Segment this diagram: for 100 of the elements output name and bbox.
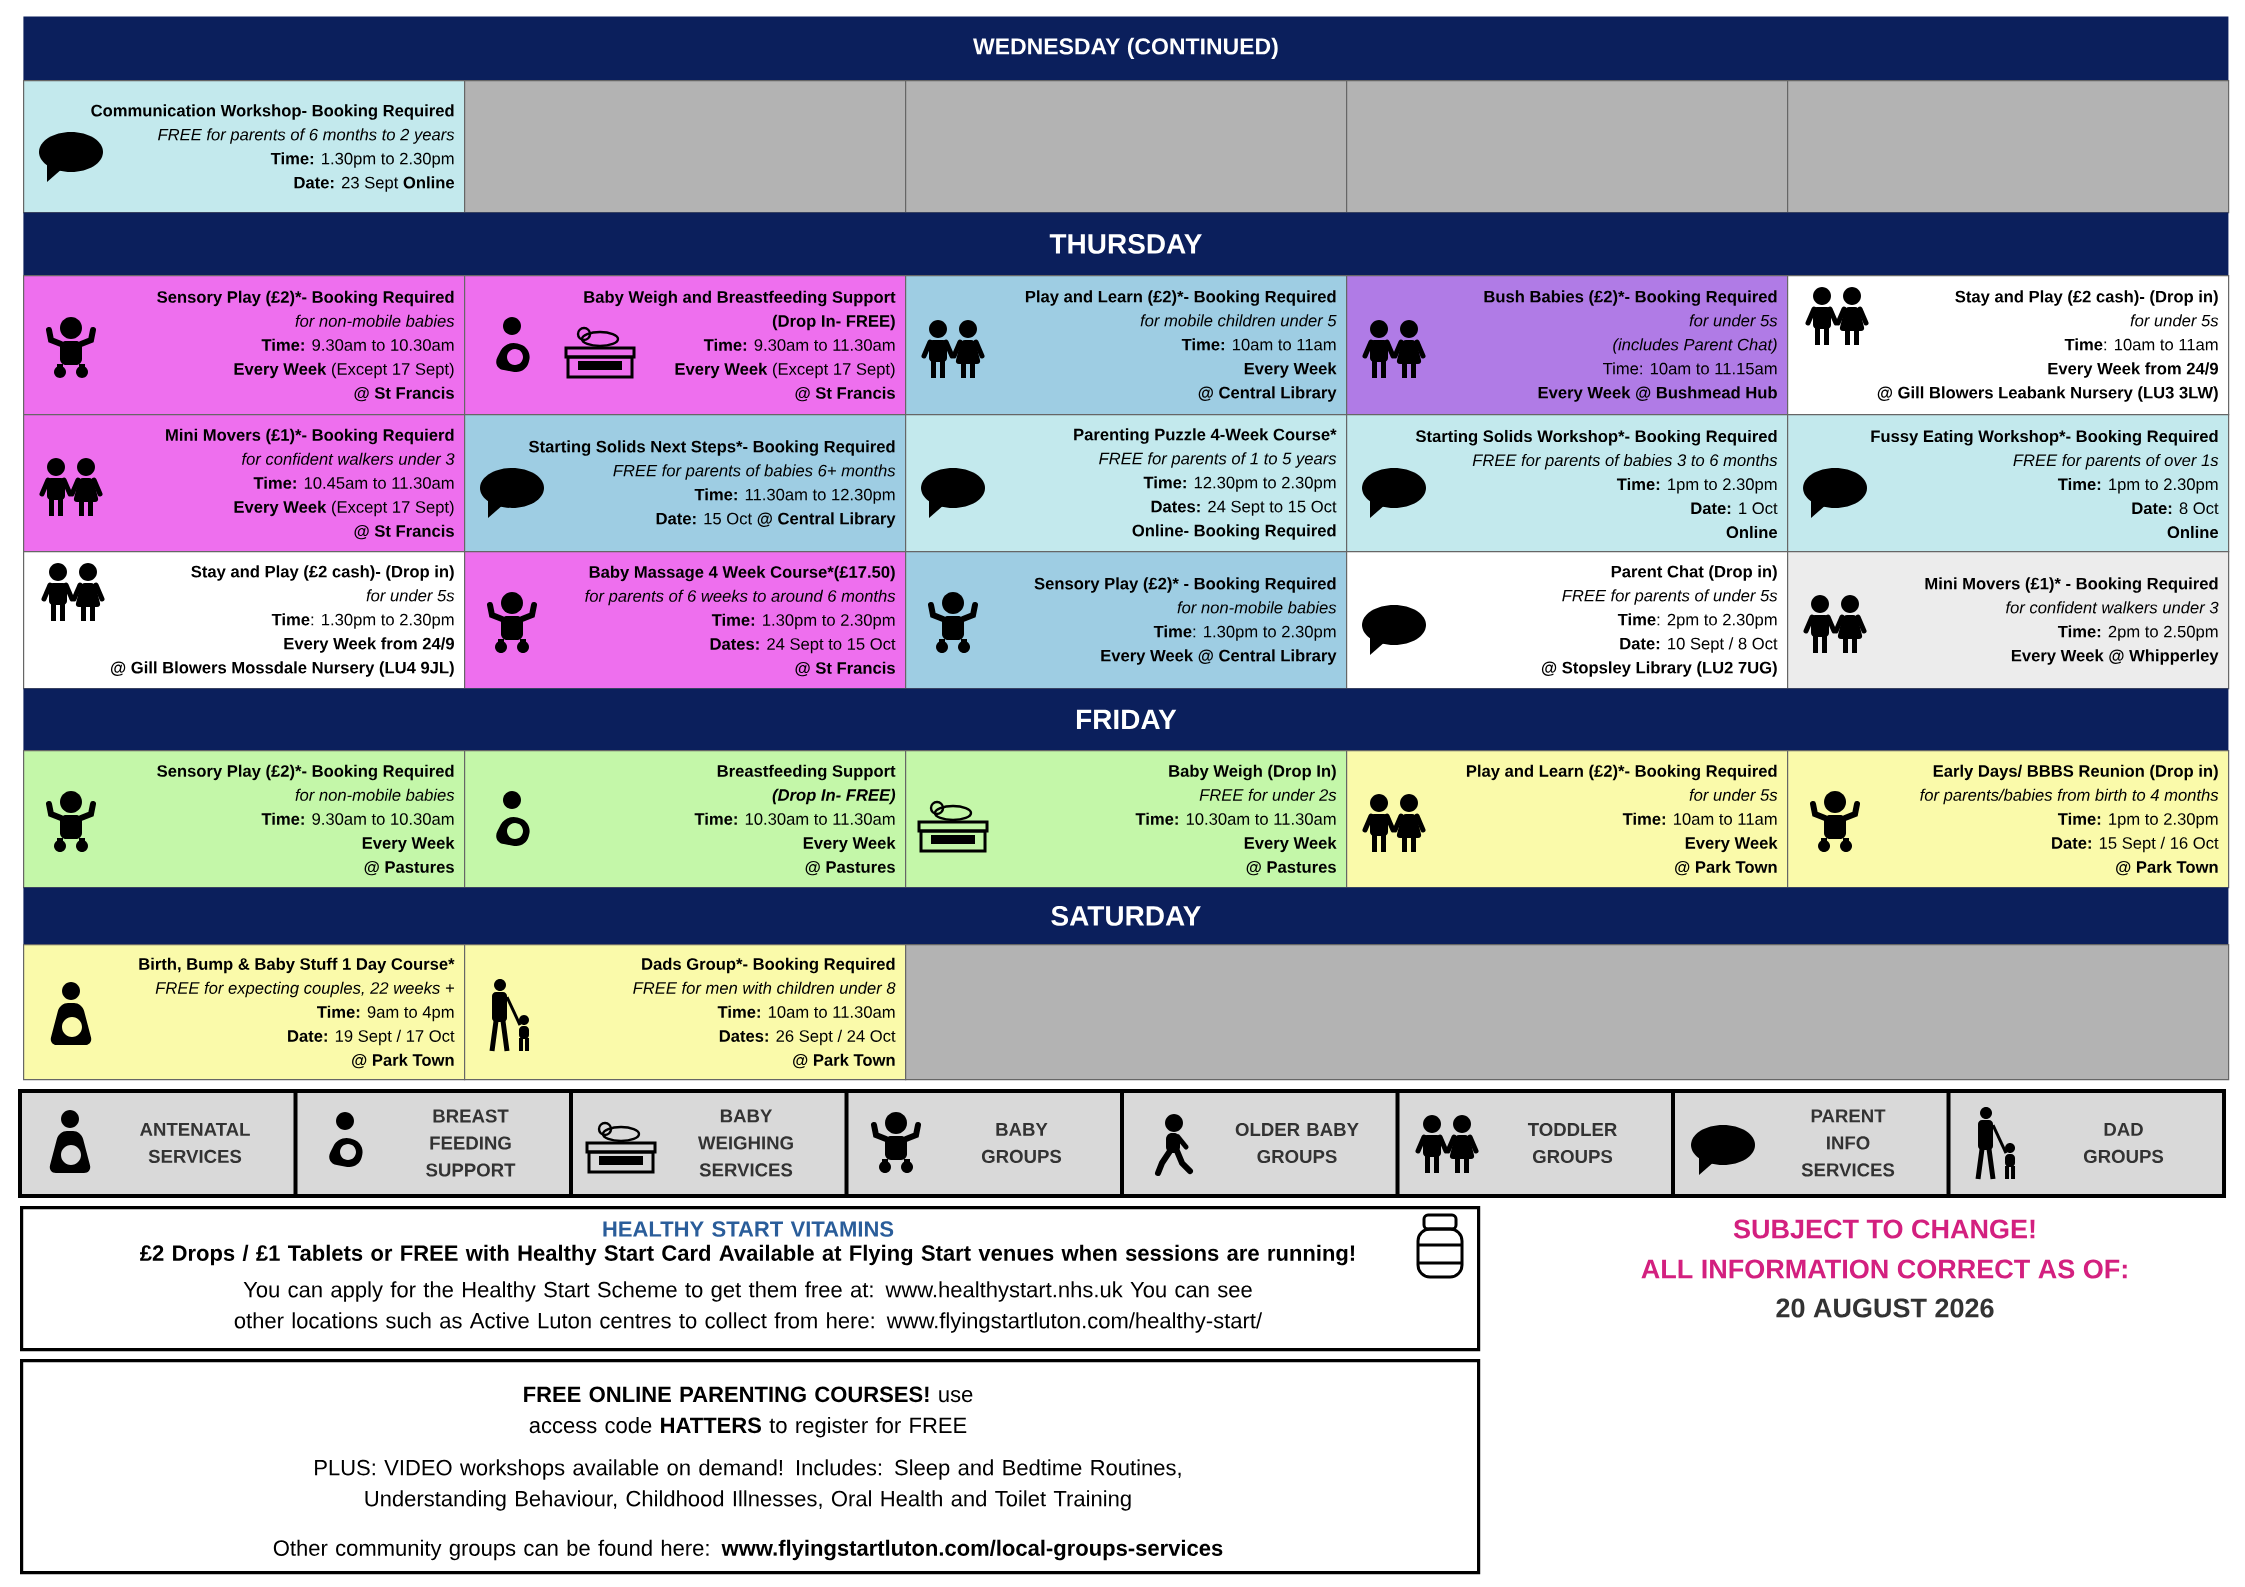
legend-label: OLDER BABY GROUPS [1235, 1122, 1359, 1164]
node-label: FREE for parents of over 1s [2013, 453, 2219, 470]
node-label: Time: 10am to 11am [1181, 338, 1336, 351]
node-label: Time: 10.30am to 11.30am [1135, 812, 1336, 825]
node-label: Time: 2pm to 2.30pm [1617, 613, 1777, 629]
node-label: @ Central Library [1198, 386, 1337, 402]
node-label: Dates: 24 Sept to 15 Oct [1151, 500, 1337, 516]
session-cell: Parent Chat (Drop in) FREE for parents of under 5s Time: 2pm to 2.30pm Date: 10 Sept / 8 Oct @ Stopsley Library (LU2 7UG) [1346, 551, 1789, 690]
node-label: FREE for parents of babies 6+ months [613, 464, 896, 480]
node-label: @ Gill Blowers Leabank Nursery (LU3 3LW) [1877, 386, 2218, 402]
session-cell: Communication Workshop- Booking Required FREE for parents of 6 months to 2 years Time: 1.30pm to 2.30pm Date: 23 Sept Online [23, 80, 466, 214]
node-label: Time: 11.30am to 12.30pm [694, 488, 895, 504]
node-label: @ Park Town [352, 1053, 454, 1069]
node-label: Time: 1.30pm to 2.30pm [270, 152, 454, 168]
node-label: Birth, Bump & Baby Stuff 1 Day Course* [139, 957, 455, 974]
notice-text: 20 AUGUST 2026 [1776, 1298, 1994, 1318]
node-label: Time: 10.30am to 11.30am [694, 812, 895, 825]
info-box: FREE ONLINE PARENTING COURSES! use access code HATTERS to register for FREE PLUS: VIDEO workshops available on demand! Includes: Sleep and Bedtime Routines, Understanding Behaviour, Childhood Illnesses, Oral Health and Toilet Training Other community groups can be found here: www.flyingstartluton.com/local-groups-services [20, 1359, 1481, 1575]
node-label: Time: 1pm to 2.30pm [1616, 477, 1777, 494]
session-cell: Birth, Bump & Baby Stuff 1 Day Course* FREE for expecting couples, 22 weeks + Time: 9am to 4pm Date: 19 Sept / 17 Oct @ Park Town [23, 944, 466, 1081]
node-label: for non-mobile babies [295, 314, 455, 327]
day-header: WEDNESDAY (CONTINUED) [23, 16, 2229, 81]
day-header: FRIDAY [23, 688, 2229, 751]
node-label: Time: 9.30am to 10.30am [261, 338, 454, 351]
node-label: @ Pastures [364, 860, 454, 876]
node-label: Time: 12.30pm to 2.30pm [1143, 476, 1336, 492]
node-label: @ Pastures [805, 860, 895, 876]
node-label: Parenting Puzzle 4-Week Course* [1074, 428, 1337, 444]
session-cell: Sensory Play (£2)*- Booking Required for non-mobile babies Time: 9.30am to 10.30am Every Week (Except 17 Sept) @ St Francis [23, 275, 466, 416]
node-label: Mini Movers (£1)* - Booking Required [1925, 577, 2218, 593]
node-label: Time: 10am to 11am [2064, 338, 2218, 351]
session-cell: Baby Weigh (Drop In) FREE for under 2s Time: 10.30am to 11.30am Every Week @ Pastures [905, 750, 1348, 889]
session-cell: Sensory Play (£2)*- Booking Required for non-mobile babies Time: 9.30am to 10.30am Every Week @ Pastures [23, 750, 466, 889]
legend-label: DAD GROUPS [2083, 1123, 2164, 1163]
session-cell: Baby Massage 4 Week Course*(£17.50) for parents of 6 weeks to around 6 months Time: 1.30pm to 2.30pm Dates: 24 Sept to 15 Oct @ St Francis [464, 551, 907, 690]
node-label: @ St Francis [354, 524, 454, 540]
node-label: Time: 1.30pm to 2.30pm [711, 613, 895, 630]
node-label: @ St Francis [795, 661, 895, 677]
node-label: Time: 9.30am to 11.30am [703, 338, 895, 351]
node-label: for confident walkers under 3 [242, 452, 455, 465]
node-label: Date: 8 Oct [2132, 502, 2219, 515]
node-label: Date: 15 Oct @ Central Library [656, 512, 896, 528]
session-cell: Baby Weigh and Breastfeeding Support (Drop In- FREE) Time: 9.30am to 11.30am Every Week (Except 17 Sept) @ St Francis [464, 275, 907, 416]
session-cell: Bush Babies (£2)*- Booking Required for under 5s (includes Parent Chat) Time: 10am to 11.15am Every Week @ Bushmead Hub [1346, 275, 1789, 416]
node-label: @ Park Town [1675, 860, 1777, 876]
node-label: Time: 10.45am to 11.30am [253, 476, 454, 489]
node-label: Bush Babies (£2)*- Booking Required [1484, 290, 1777, 306]
legend-label: BABY GROUPS [981, 1123, 1062, 1163]
node-label: Every Week [803, 836, 896, 853]
node-label: Time: 9.30am to 10.30am [261, 812, 454, 825]
node-label: Early Days/ BBBS Reunion (Drop in) [1933, 764, 2218, 781]
node-label: Communication Workshop- Booking Required [91, 104, 454, 120]
day-header: THURSDAY [23, 212, 2229, 276]
node-label: @ Park Town [2116, 860, 2218, 876]
node-label: Every Week (Except 17 Sept) [675, 362, 895, 379]
node-label: for parents/babies from birth to 4 months [1920, 788, 2219, 805]
node-label: @ Gill Blowers Mossdale Nursery (LU4 9JL) [110, 661, 454, 677]
node-label: (Drop In- FREE) [772, 788, 896, 805]
legend-label: PARENT INFO SERVICES [1801, 1109, 1895, 1177]
legend-label: TODDLER GROUPS [1527, 1122, 1617, 1164]
node-label: Date: 19 Sept / 17 Oct [288, 1029, 455, 1046]
node-label: Date: 23 Sept Online [294, 176, 455, 192]
node-label: for confident walkers under 3 [2006, 601, 2219, 614]
node-label: @ St Francis [795, 386, 895, 402]
node-label: FREE for expecting couples, 22 weeks + [155, 981, 454, 998]
node-label: Online [2167, 525, 2219, 539]
node-label: Time: 1.30pm to 2.30pm [1153, 625, 1336, 641]
session-cell: Play and Learn (£2)*- Booking Required for under 5s Time: 10am to 11am Every Week @ Park Town [1346, 750, 1789, 889]
node-label: Breastfeeding Support [717, 764, 896, 781]
node-label: Date: 1 Oct [1691, 502, 1778, 515]
node-label: @ Park Town [793, 1053, 895, 1069]
session-cell: Stay and Play (£2 cash)- (Drop in) for under 5s Time: 10am to 11am Every Week from 24/9 @ Gill Blowers Leabank Nursery (LU3 3LW) [1787, 275, 2230, 416]
node-label: for under 5s [1689, 788, 1778, 801]
node-label: FREE for parents of 6 months to 2 years [158, 128, 455, 144]
info-box: HEALTHY START VITAMINS £2 Drops / £1 Tablets or FREE with Healthy Start Card Available at Flying Start venues when sessions are running! You can apply for the Healthy Start Scheme to get them free at: www.healthystart.nhs.uk You can see other locations such as Active Luton centres to collect from here: www.flyingstartluton.com/healthy-start/ [20, 1206, 1481, 1352]
node-label: FREE for under 2s [1199, 788, 1337, 801]
session-cell: Dads Group*- Booking Required FREE for men with children under 8 Time: 10am to 11.30am Dates: 26 Sept / 24 Oct @ Park Town [464, 944, 907, 1081]
node-label: for under 5s [366, 589, 455, 602]
node-label: Time: 9am to 4pm [317, 1005, 454, 1022]
session-cell: Mini Movers (£1)* - Booking Required for confident walkers under 3 Time: 2pm to 2.50pm Every Week @ Whipperley [1787, 551, 2230, 690]
node-label: Sensory Play (£2)*- Booking Required [157, 764, 454, 781]
node-label: Baby Weigh and Breastfeeding Support [584, 290, 896, 307]
node-label: for under 5s [2130, 314, 2219, 327]
node-label: Baby Massage 4 Week Course*(£17.50) [589, 565, 895, 582]
node-label: FREE for parents of babies 3 to 6 months [1472, 453, 1778, 470]
session-cell: Starting Solids Next Steps*- Booking Required FREE for parents of babies 6+ months Time: 11.30am to 12.30pm Date: 15 Oct @ Central Library [464, 414, 907, 553]
node-label: Every Week [1244, 836, 1337, 853]
node-label: Every Week [1244, 362, 1337, 378]
node-label: Time: 2pm to 2.50pm [2057, 625, 2218, 641]
node-label: @ St Francis [354, 386, 454, 402]
node-label: for non-mobile babies [1177, 601, 1337, 614]
node-label: FREE for men with children under 8 [633, 981, 896, 994]
node-label: for under 5s [1689, 314, 1778, 327]
node-label: FREE for parents of under 5s [1562, 589, 1778, 605]
node-label: Time: 1pm to 2.30pm [2057, 477, 2218, 494]
node-label: Every Week from 24/9 [284, 637, 454, 653]
node-label: Starting Solids Workshop*- Booking Required [1415, 429, 1777, 446]
node-label: Parent Chat (Drop in) [1611, 565, 1777, 581]
node-label: Play and Learn (£2)*- Booking Required [1025, 290, 1336, 306]
node-label: Baby Weigh (Drop In) [1169, 764, 1336, 781]
